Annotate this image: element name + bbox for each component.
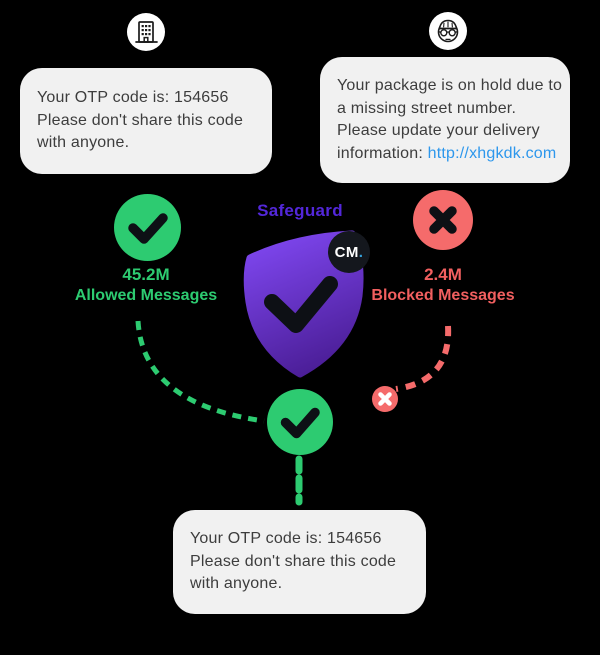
shield-check-icon (243, 230, 364, 378)
check-icon (128, 213, 168, 244)
otp-message-bubble-bottom: Your OTP code is: 154656 Please don't sh… (173, 510, 426, 614)
delivered-status-circle (267, 389, 333, 455)
allowed-label: Allowed Messages (74, 287, 218, 304)
burglar-icon (437, 19, 459, 43)
safeguard-title: Safeguard (257, 201, 343, 220)
otp-message-bubble-top: Your OTP code is: 154656 Please don't sh… (20, 68, 272, 174)
cm-brand-badge: CM. (328, 231, 370, 273)
blocked-count: 2.4M (424, 265, 462, 284)
link-prefix: information: (337, 144, 428, 162)
blocked-status-circle (413, 190, 473, 250)
scam-message-bubble: Your package is on hold due to a missing… (320, 57, 570, 183)
message-line: Your OTP code is: 154656 (37, 89, 229, 107)
allowed-status-circle (114, 194, 181, 261)
message-line: Your OTP code is: 154656 (190, 530, 382, 548)
message-line: Please don't share this code (37, 111, 244, 129)
message-line: a missing street number. (337, 99, 517, 117)
allowed-count: 45.2M (122, 265, 170, 284)
cm-brand-label: CM (334, 243, 359, 261)
scammer-avatar (429, 12, 467, 50)
check-icon (280, 407, 320, 439)
message-line: information: http://xhgkdk.com (337, 143, 556, 166)
cm-brand-dot: . (358, 243, 364, 261)
legit-sender-avatar (127, 13, 165, 51)
scam-link[interactable]: http://xhgkdk.com (427, 144, 557, 162)
allowed-flow-dashed-line (135, 320, 265, 424)
message-line: with anyone. (190, 575, 283, 593)
message-line: with anyone. (37, 134, 130, 152)
blocked-label: Blocked Messages (371, 287, 515, 304)
message-line: Your package is on hold due to (337, 77, 563, 94)
blocked-messages-stat: 2.4M Blocked Messages (343, 264, 543, 306)
message-line: Please don't share this code (190, 552, 397, 570)
x-icon (378, 392, 392, 406)
message-line: Please update your delivery (337, 122, 540, 139)
blocked-flow-dashed-line (395, 325, 452, 392)
stopped-message-circle (372, 386, 398, 412)
x-icon (429, 206, 457, 234)
building-icon (135, 21, 158, 43)
allowed-messages-stat: 45.2M Allowed Messages (46, 264, 246, 306)
